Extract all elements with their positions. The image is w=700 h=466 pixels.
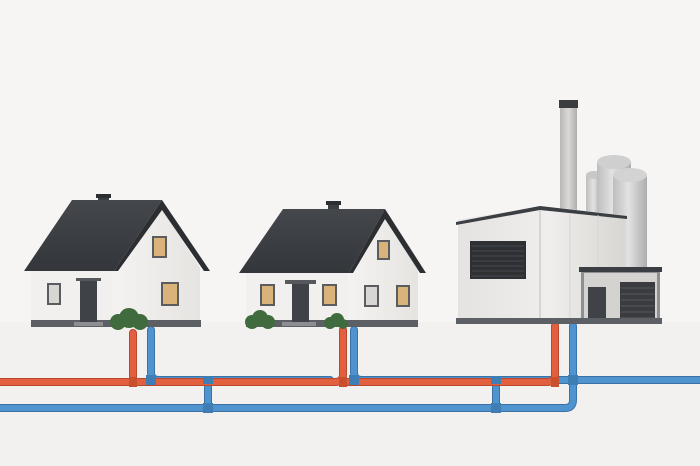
bush <box>110 308 148 330</box>
roof <box>24 200 162 271</box>
smokestack-icon <box>559 100 578 216</box>
garage-door <box>620 282 655 322</box>
door <box>588 287 606 322</box>
heating-plant <box>456 100 662 324</box>
bush <box>245 310 348 329</box>
door <box>80 281 97 323</box>
pipe-network <box>0 322 700 413</box>
door <box>292 284 309 323</box>
roof <box>239 209 385 273</box>
vent-grille <box>470 241 526 279</box>
house-2 <box>239 201 426 329</box>
house-1 <box>24 194 210 330</box>
pipe-fittings <box>129 375 578 413</box>
plinth <box>456 318 662 324</box>
